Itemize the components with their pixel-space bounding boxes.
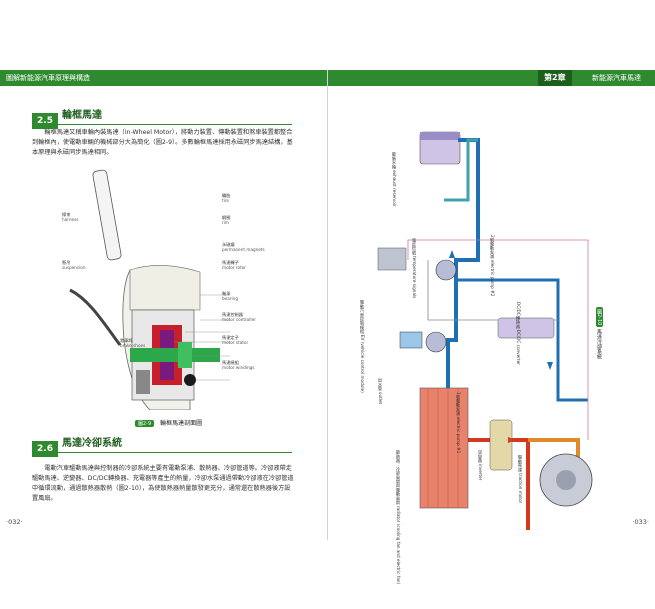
bearing	[178, 342, 192, 368]
coolant-pipe-teal	[444, 138, 478, 202]
coolant-pipe-blue-return	[456, 278, 588, 402]
section-rule	[32, 124, 292, 125]
right-page: 第2章 新能源汽車馬達 膨脹水箱 exhaust reservoir 溫度信號 …	[328, 70, 655, 584]
label-radiator: 散熱器：冷卻風扇與電動風扇 radiator (cooling fan and …	[396, 450, 401, 585]
label-inverter: 逆變器 inverter	[478, 450, 483, 481]
motor-controller	[184, 374, 196, 386]
inverter-box	[489, 419, 513, 471]
harness-cable	[69, 288, 122, 346]
paragraph-in-wheel-motor: 輪框馬達又稱車輪內裝馬達（In-Wheel Motor），將動力裝置、傳動裝置和…	[32, 129, 293, 156]
section-title: 輪框馬達	[62, 110, 102, 121]
label-temperature-signals: 溫度信號 temperature signals	[412, 238, 417, 299]
figure-number: 圖2-10	[596, 307, 603, 328]
section-number: 2.6	[32, 441, 58, 457]
section-number: 2.5	[32, 113, 58, 129]
section-heading-2-5: 2.5 輪框馬達	[32, 108, 292, 129]
label-electric-pump-2: 2號電動泵浦 electric pump #2	[490, 235, 495, 297]
flow-arrow-down	[547, 362, 553, 370]
label-traction-motor: 驅動馬達 traction motor	[518, 455, 523, 504]
tire-top	[129, 265, 201, 311]
electric-pump-2	[435, 259, 457, 281]
electric-pump-1	[425, 331, 447, 353]
running-header: 第2章 新能源汽車馬達	[328, 70, 655, 86]
label-exhaust-reservoir: 膨脹水箱 exhaust reservoir	[392, 152, 397, 207]
suspension-strut	[92, 169, 122, 261]
paragraph-cooling-system: 電動汽車驅動馬達與控制器的冷卻系統主要有電動泵浦、散熱器、冷卻管道等。冷卻液帶走…	[32, 465, 294, 502]
flow-arrow-right	[508, 437, 516, 443]
figure-title: 輪框馬達剖面圖	[160, 420, 203, 427]
section-heading-2-6: 2.6 馬達冷卻系統	[32, 436, 292, 457]
section-rule	[32, 452, 292, 453]
book-title: 圖解新能源汽車原理與構造	[6, 74, 90, 82]
label-control-module: 電動汽車控制模組 EV (vehicle control module)	[360, 300, 365, 393]
label-dcdc-converter: DC/DC轉換器 DC/DC converter	[516, 302, 521, 365]
page-number: ‧033‧	[632, 518, 649, 526]
figure-2-10-caption: 圖2-10 馬達冷卻系統	[596, 307, 603, 359]
motor-shaft	[130, 348, 220, 362]
figure-2-9-caption: 圖2-9 輪框馬達剖面圖	[135, 418, 202, 427]
signal-wire-pink	[407, 239, 589, 440]
control-module-box	[377, 247, 407, 271]
flow-arrow-up	[449, 250, 455, 258]
left-page: 圖解新能源汽車原理與構造 2.5 輪框馬達 輪框馬達又稱車輪內裝馬達（In-Wh…	[0, 70, 327, 540]
figure-title: 馬達冷卻系統	[596, 328, 602, 359]
chapter-number: 第2章	[538, 70, 572, 86]
figure-number: 圖2-9	[135, 420, 155, 427]
brake-shoe	[136, 370, 150, 394]
label-electric-pump-1: 1號電動泵浦 electric pump #1	[456, 392, 461, 454]
pump-1-housing	[399, 331, 423, 349]
page-number: ‧032‧	[6, 518, 23, 526]
label-outlet: 出水管 outlet	[378, 378, 383, 405]
chapter-title: 新能源汽車馬達	[592, 74, 641, 82]
motor-cooling-diagram	[377, 131, 593, 530]
dcdc-converter-box	[497, 317, 555, 339]
running-header: 圖解新能源汽車原理與構造	[0, 70, 327, 86]
section-title: 馬達冷卻系統	[62, 438, 122, 449]
book-gutter	[326, 70, 329, 540]
in-wheel-motor-diagram	[69, 169, 230, 410]
